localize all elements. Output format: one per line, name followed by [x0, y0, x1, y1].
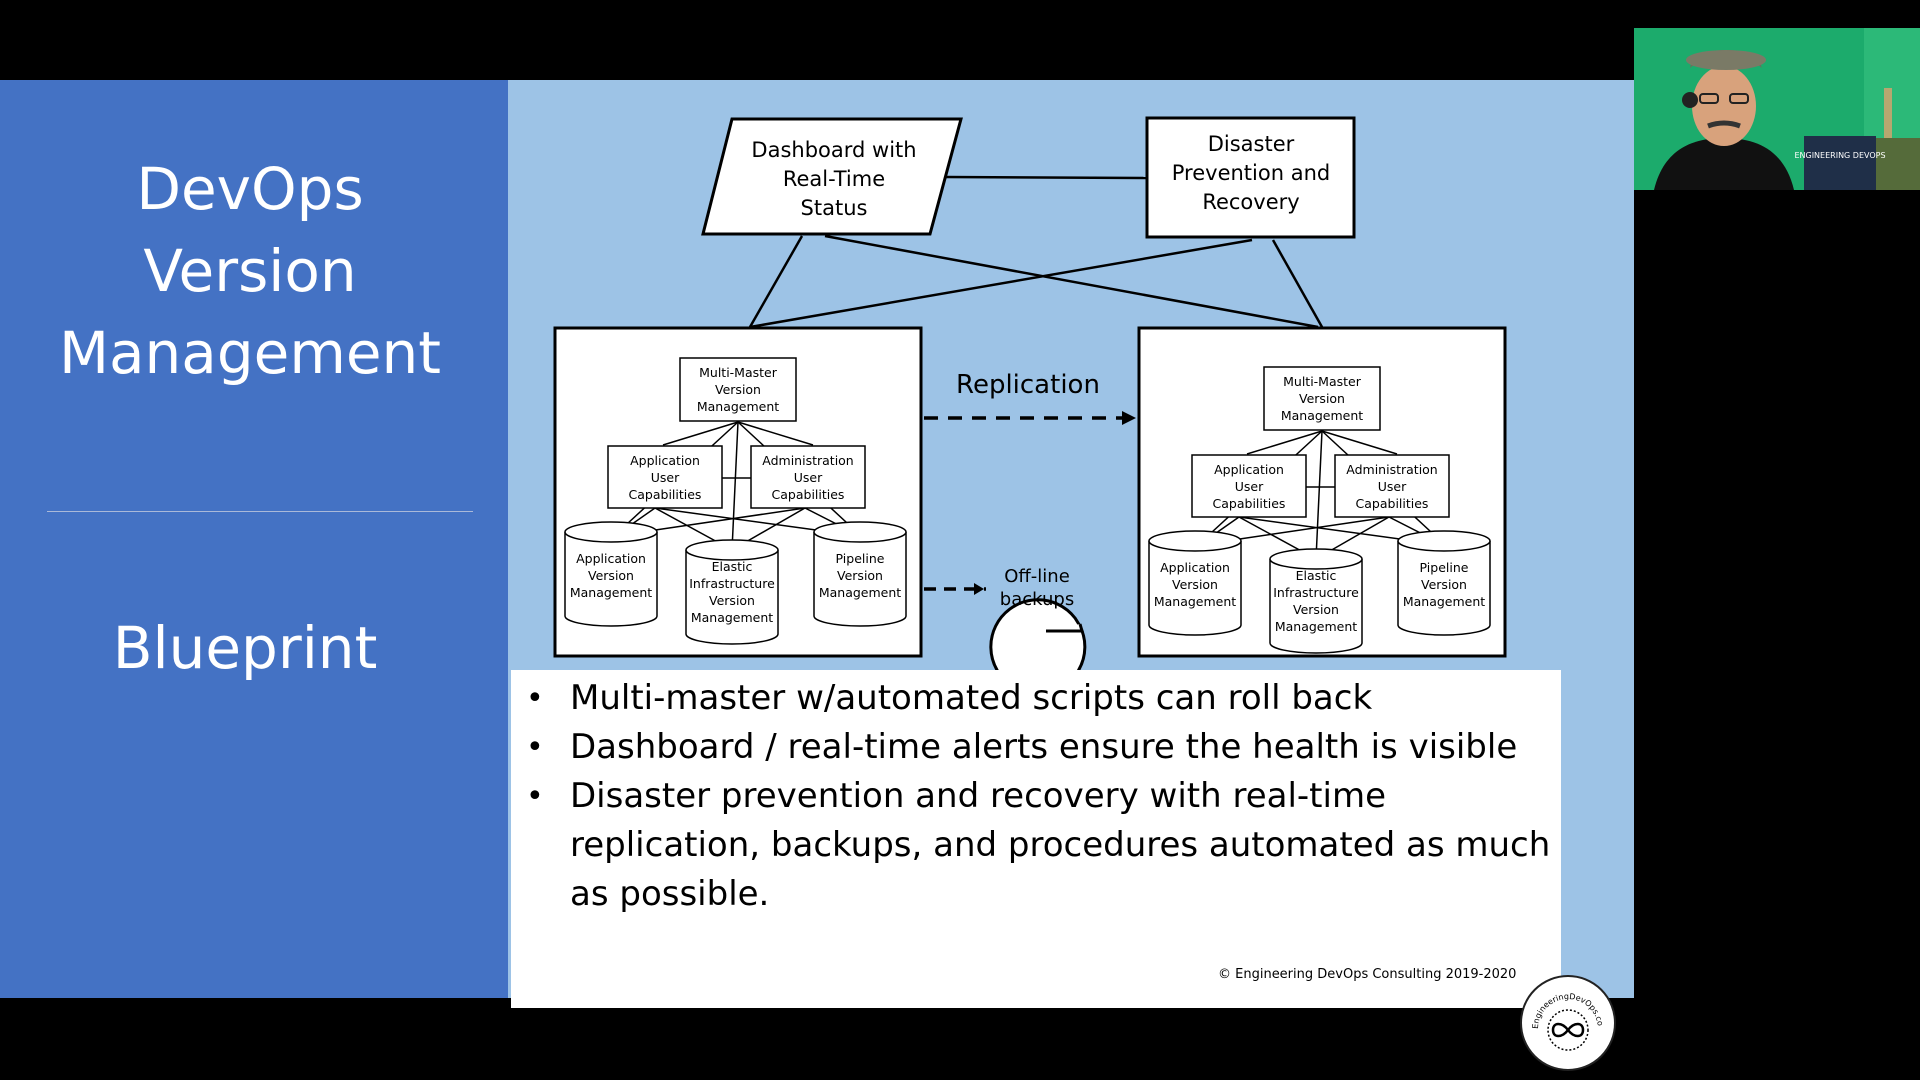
slide: DevOps Version Management Blueprint Dash…: [0, 80, 1634, 1071]
app-user-label: Capabilities: [1213, 496, 1286, 511]
admin-user-label: User: [1378, 479, 1407, 494]
app-user-label: Application: [1214, 462, 1284, 477]
multi-master-label: Management: [697, 399, 779, 414]
svg-text:Application: Application: [1160, 560, 1230, 575]
replication-arrow: Replication: [924, 370, 1136, 425]
admin-user-label: Administration: [762, 453, 853, 468]
svg-text:Version: Version: [1172, 577, 1218, 592]
svg-text:Management: Management: [691, 610, 773, 625]
title-panel: DevOps Version Management Blueprint: [0, 80, 508, 998]
admin-user-label: User: [794, 470, 823, 485]
svg-text:Management: Management: [1403, 594, 1485, 609]
svg-text:Version: Version: [588, 568, 634, 583]
elastic-infra-cylinder: Elastic Infrastructure Version Managemen…: [1269, 548, 1363, 654]
svg-text:Management: Management: [819, 585, 901, 600]
offline-label-line: Off-line: [1004, 566, 1070, 587]
disaster-line: Recovery: [1202, 190, 1299, 214]
bullet-item: Dashboard / real-time alerts ensure the …: [511, 723, 1561, 772]
slide-title-line: Management: [58, 319, 442, 387]
multi-master-label: Multi-Master: [699, 365, 778, 380]
dashboard-line: Dashboard with: [751, 138, 916, 162]
admin-user-label: Capabilities: [1356, 496, 1429, 511]
svg-text:Pipeline: Pipeline: [836, 551, 885, 566]
svg-text:Version: Version: [1421, 577, 1467, 592]
book-title: ENGINEERING DEVOPS: [1794, 151, 1885, 160]
app-user-label: Application: [630, 453, 700, 468]
dashboard-line: Status: [801, 196, 868, 220]
svg-text:Version: Version: [1293, 602, 1339, 617]
engineering-devops-logo: EngineeringDevOps.com: [1518, 970, 1616, 1071]
disaster-recovery-box: Disaster Prevention and Recovery: [1145, 116, 1356, 239]
pipeline-version-cylinder: Pipeline Version Management: [813, 521, 907, 627]
app-version-cylinder: Application Version Management: [1148, 530, 1242, 636]
slide-subtitle: Blueprint: [112, 614, 378, 682]
svg-text:Infrastructure: Infrastructure: [1273, 585, 1359, 600]
svg-text:Elastic: Elastic: [1296, 568, 1337, 583]
multi-master-label: Management: [1281, 408, 1363, 423]
offline-backups-storage: Off-line backups: [989, 566, 1087, 670]
primary-cluster: Multi-Master Version Management Applicat…: [553, 326, 923, 658]
bullet-item: Disaster prevention and recovery with re…: [511, 772, 1561, 919]
svg-text:Version: Version: [837, 568, 883, 583]
offline-backup-arrow: [924, 583, 986, 595]
architecture-diagram: Dashboard with Real-Time Status Disaster…: [553, 116, 1507, 670]
admin-user-label: Administration: [1346, 462, 1437, 477]
replica-cluster: Multi-Master Version Management Applicat…: [1137, 326, 1507, 658]
svg-text:Version: Version: [709, 593, 755, 608]
admin-user-label: Capabilities: [772, 487, 845, 502]
svg-text:Management: Management: [1275, 619, 1357, 634]
slide-title-line: DevOps: [136, 155, 364, 223]
multi-master-label: Version: [1299, 391, 1345, 406]
multi-master-label: Multi-Master: [1283, 374, 1362, 389]
svg-text:Application: Application: [576, 551, 646, 566]
app-version-cylinder: Application Version Management: [564, 521, 658, 627]
slide-title: DevOps Version Management: [0, 148, 500, 394]
webcam-feed: ENGINEERING DEVOPS: [1634, 28, 1920, 190]
pipeline-version-cylinder: Pipeline Version Management: [1397, 530, 1491, 636]
infinity-icon: [1551, 1022, 1585, 1038]
svg-text:Elastic: Elastic: [712, 559, 753, 574]
title-divider: [47, 511, 473, 512]
app-user-label: User: [651, 470, 680, 485]
disaster-line: Prevention and: [1172, 161, 1330, 185]
svg-text:Pipeline: Pipeline: [1420, 560, 1469, 575]
offline-label-line: backups: [1000, 589, 1074, 610]
svg-text:Management: Management: [570, 585, 652, 600]
app-user-label: User: [1235, 479, 1264, 494]
replication-label: Replication: [956, 370, 1100, 400]
app-user-label: Capabilities: [629, 487, 702, 502]
dashboard-box: Dashboard with Real-Time Status: [701, 117, 963, 236]
elastic-infra-cylinder: Elastic Infrastructure Version Managemen…: [685, 539, 779, 645]
slide-title-line: Version: [143, 237, 357, 305]
copyright-text: © Engineering DevOps Consulting 2019-202…: [1218, 967, 1517, 982]
svg-text:Infrastructure: Infrastructure: [689, 576, 775, 591]
multi-master-label: Version: [715, 382, 761, 397]
svg-text:Management: Management: [1154, 594, 1236, 609]
dashboard-line: Real-Time: [783, 167, 885, 191]
top-connectors: [748, 175, 1324, 329]
bullet-item: Multi-master w/automated scripts can rol…: [511, 674, 1561, 723]
bullet-list-box: Multi-master w/automated scripts can rol…: [511, 670, 1561, 1008]
disaster-line: Disaster: [1208, 132, 1295, 156]
